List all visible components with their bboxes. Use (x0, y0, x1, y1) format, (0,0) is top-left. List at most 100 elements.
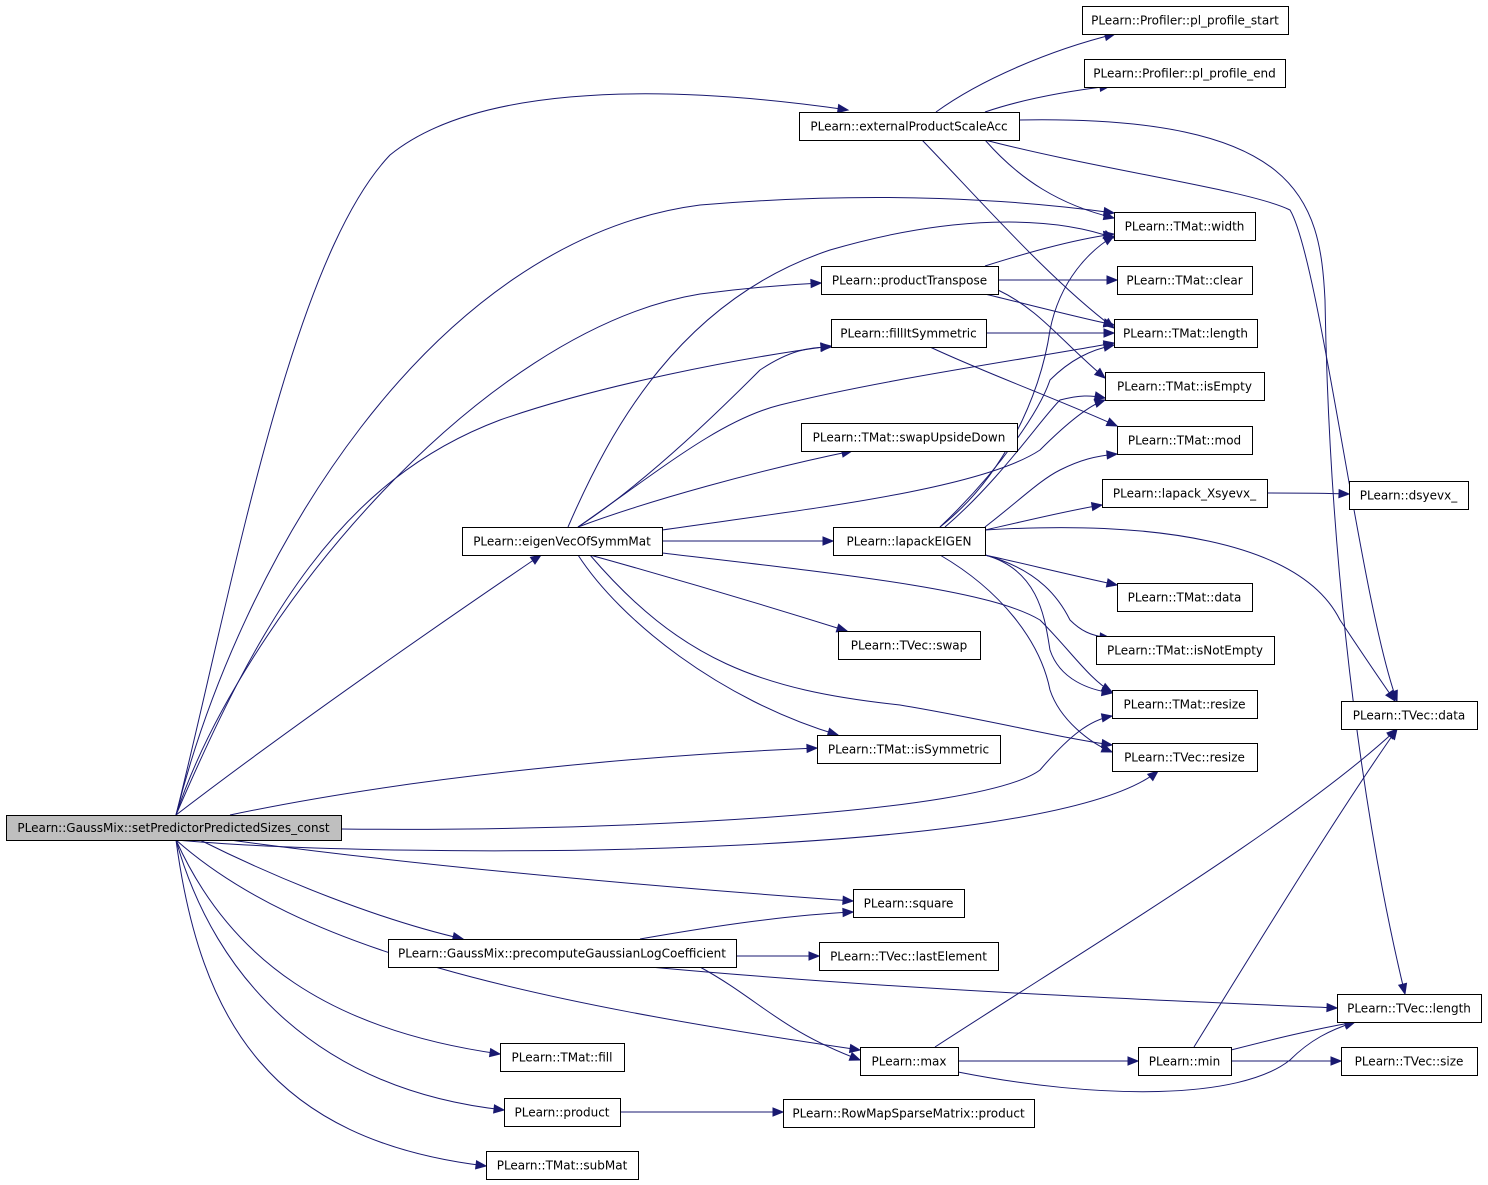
edge-min-to-tvec_length (1230, 1019, 1357, 1051)
arrowhead-icon (822, 536, 835, 546)
node-lapack_xsyevx[interactable]: PLearn::lapack_Xsyevx_ (1102, 479, 1268, 508)
node-tmat_isNotEmpty[interactable]: PLearn::TMat::isNotEmpty (1096, 636, 1275, 665)
node-box (1114, 212, 1256, 241)
edge-line (1230, 1021, 1356, 1051)
edge-line (1193, 728, 1398, 1048)
arrowhead-icon (1093, 367, 1107, 379)
node-box (853, 889, 965, 918)
edge-root-to-tmat_subMat (175, 839, 488, 1170)
node-label: PLearn::fillItSymmetric (840, 327, 976, 341)
node-extProd[interactable]: PLearn::externalProductScaleAcc (799, 112, 1020, 141)
arrowhead-icon (836, 103, 850, 114)
node-tvec_lastElement[interactable]: PLearn::TVec::lastElement (819, 942, 999, 971)
node-fillSym[interactable]: PLearn::fillItSymmetric (831, 319, 987, 348)
edge-lapackEIGEN-to-tmat_length (939, 342, 1116, 528)
arrowhead-icon (529, 554, 543, 565)
edge-root-to-tmat_isSym (229, 743, 819, 816)
arrowhead-icon (806, 743, 819, 754)
edge-line (984, 453, 1118, 528)
node-box (1117, 266, 1253, 295)
arrowhead-icon (1397, 982, 1408, 996)
edge-root-to-square (229, 839, 855, 905)
edge-root-to-product (175, 839, 506, 1114)
arrowhead-icon (1100, 686, 1114, 697)
arrowhead-icon (1100, 743, 1114, 753)
node-box (1112, 690, 1258, 719)
node-tmat_data[interactable]: PLearn::TMat::data (1117, 583, 1253, 612)
edge-eigenVec-to-fillSym (577, 342, 833, 528)
edge-line (1018, 119, 1406, 995)
node-box (1341, 701, 1478, 730)
node-tvec_data[interactable]: PLearn::TVec::data (1341, 701, 1478, 730)
node-tvec_length[interactable]: PLearn::TVec::length (1337, 994, 1482, 1023)
node-box (1102, 479, 1268, 508)
node-box (1117, 583, 1253, 612)
edge-line (229, 839, 854, 902)
node-prof_start[interactable]: PLearn::Profiler::pl_profile_start (1082, 6, 1289, 35)
edge-eigenVec-to-tmat_swapUD (577, 448, 854, 528)
node-tmat_width[interactable]: PLearn::TMat::width (1114, 212, 1256, 241)
node-label: PLearn::TMat::isEmpty (1117, 380, 1252, 394)
node-tmat_isEmpty[interactable]: PLearn::TMat::isEmpty (1105, 372, 1265, 401)
node-tmat_isSym[interactable]: PLearn::TMat::isSymmetric (817, 735, 1001, 764)
edge-root-to-prodTranspose (175, 278, 823, 816)
node-precompute[interactable]: PLearn::GaussMix::precomputeGaussianLogC… (388, 939, 737, 968)
node-label: PLearn::GaussMix::setPredictorPredictedS… (17, 821, 329, 835)
node-tmat_resize[interactable]: PLearn::TMat::resize (1112, 690, 1258, 719)
node-tvec_size[interactable]: PLearn::TVec::size (1341, 1047, 1478, 1076)
node-label: PLearn::TMat::fill (512, 1051, 613, 1065)
edge-root-to-tmat_fill (175, 839, 502, 1058)
edge-line (577, 554, 839, 736)
edge-line (661, 399, 1106, 531)
node-label: PLearn::TVec::resize (1124, 751, 1245, 765)
node-label: PLearn::externalProductScaleAcc (810, 120, 1007, 134)
edge-lapackEIGEN-to-tmat_mod (984, 450, 1119, 528)
edge-line (984, 554, 1118, 586)
node-label: PLearn::TMat::clear (1126, 274, 1242, 288)
node-box (817, 735, 1001, 764)
node-tmat_subMat[interactable]: PLearn::TMat::subMat (486, 1151, 639, 1180)
node-min[interactable]: PLearn::min (1138, 1047, 1232, 1076)
node-tmat_swapUD[interactable]: PLearn::TMat::swapUpsideDown (801, 423, 1018, 452)
node-box (1105, 372, 1265, 401)
arrowhead-icon (820, 342, 833, 352)
edge-line (984, 504, 1103, 531)
node-prodTranspose[interactable]: PLearn::productTranspose (821, 266, 999, 295)
arrowhead-icon (1385, 689, 1396, 703)
edge-line (577, 450, 853, 528)
arrowhead-icon (1387, 727, 1398, 741)
node-tmat_mod[interactable]: PLearn::TMat::mod (1117, 426, 1253, 455)
node-max[interactable]: PLearn::max (860, 1047, 959, 1076)
node-box (783, 1099, 1035, 1128)
node-tvec_resize[interactable]: PLearn::TVec::resize (1112, 743, 1258, 772)
edges-layer (175, 31, 1408, 1170)
edge-line (175, 554, 542, 816)
node-box (1341, 1047, 1478, 1076)
node-box (486, 1151, 639, 1180)
edge-line (935, 33, 1116, 113)
node-label: PLearn::productTranspose (832, 274, 987, 288)
node-tmat_length[interactable]: PLearn::TMat::length (1114, 319, 1258, 348)
node-square[interactable]: PLearn::square (853, 889, 965, 918)
node-prof_end[interactable]: PLearn::Profiler::pl_profile_end (1084, 59, 1286, 88)
arrowhead-icon (810, 278, 823, 289)
edge-lapackEIGEN-to-tvec_data (984, 527, 1396, 703)
node-tvec_swap[interactable]: PLearn::TVec::swap (838, 631, 981, 660)
edge-eigenVec-to-tmat_isSym (577, 554, 840, 737)
edge-precompute-to-tvec_lastElement (736, 951, 821, 961)
arrowhead-icon (1106, 450, 1119, 460)
edge-eigenVec-to-lapackEIGEN (661, 536, 835, 546)
node-lapackEIGEN[interactable]: PLearn::lapackEIGEN (833, 527, 986, 556)
edge-extProd-to-tmat_length (921, 139, 1116, 329)
node-product[interactable]: PLearn::product (504, 1098, 621, 1127)
node-rowmap_product[interactable]: PLearn::RowMapSparseMatrix::product (783, 1099, 1035, 1128)
arrowhead-icon (1127, 1056, 1140, 1066)
edge-line (175, 839, 487, 1167)
node-label: PLearn::Profiler::pl_profile_start (1091, 14, 1279, 28)
node-tmat_clear[interactable]: PLearn::TMat::clear (1117, 266, 1253, 295)
node-eigenVec[interactable]: PLearn::eigenVecOfSymmMat (462, 527, 663, 556)
node-label: PLearn::TVec::swap (851, 639, 968, 653)
node-root[interactable]: PLearn::GaussMix::setPredictorPredictedS… (6, 815, 342, 841)
node-dsyevx[interactable]: PLearn::dsyevx_ (1349, 481, 1469, 510)
node-tmat_fill[interactable]: PLearn::TMat::fill (500, 1043, 625, 1072)
